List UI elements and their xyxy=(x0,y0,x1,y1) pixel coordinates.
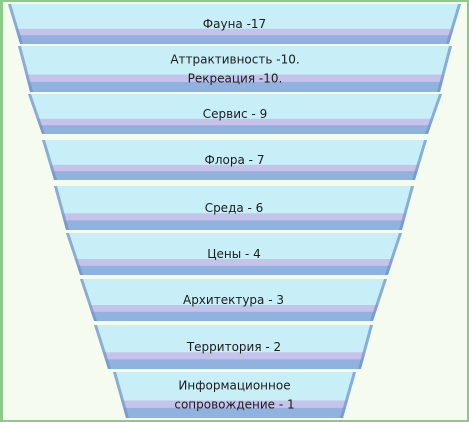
funnel-level-label: Территория - 2 xyxy=(186,340,281,354)
funnel-level-label: Информационное xyxy=(178,379,290,393)
band-left-edge xyxy=(28,94,45,134)
band-right-edge xyxy=(425,94,442,134)
funnel-level-label: Архитектура - 3 xyxy=(183,293,284,307)
funnel-level-label: Фауна -17 xyxy=(203,17,266,31)
band-top xyxy=(28,94,442,119)
band-top xyxy=(94,325,373,353)
band-top xyxy=(8,4,461,29)
band-left-edge xyxy=(8,4,23,44)
band-top xyxy=(66,233,402,260)
funnel-level-2: Аттрактивность -10. Рекреация -10. xyxy=(18,46,452,92)
band-top xyxy=(80,279,387,306)
band-right-edge xyxy=(446,4,461,44)
band-left-edge xyxy=(42,140,57,180)
band-top xyxy=(42,140,427,165)
funnel-level-label: Сервис - 9 xyxy=(203,107,267,121)
band-top xyxy=(54,186,414,214)
band-right-edge xyxy=(358,325,373,369)
band-top xyxy=(18,46,452,75)
funnel-level-1: Фауна -17 xyxy=(8,4,461,44)
band-top xyxy=(113,372,356,401)
funnel-level-8: Территория - 2 xyxy=(94,325,373,369)
funnel-level-label: сопровождение - 1 xyxy=(174,398,294,412)
band-left-edge xyxy=(80,279,97,321)
band-right-edge xyxy=(385,233,402,275)
band-right-edge xyxy=(412,140,427,180)
band-right-edge xyxy=(370,279,387,321)
funnel-level-label: Цены - 4 xyxy=(207,247,261,261)
funnel-level-4: Флора - 7 xyxy=(42,140,427,180)
band-left-edge xyxy=(18,46,33,92)
band-left-edge xyxy=(54,186,69,230)
funnel-level-3: Сервис - 9 xyxy=(28,94,442,134)
funnel-level-label: Аттрактивность -10. xyxy=(170,53,299,67)
funnel-level-5: Среда - 6 xyxy=(54,186,414,230)
funnel-level-label: Рекреация -10. xyxy=(188,72,283,86)
band-right-edge xyxy=(340,372,356,418)
band-left-edge xyxy=(66,233,83,275)
funnel-level-9: Информационное сопровождение - 1 xyxy=(113,372,356,418)
band-left-edge xyxy=(94,325,111,369)
funnel-level-6: Цены - 4 xyxy=(66,233,402,275)
band-right-edge xyxy=(399,186,414,230)
funnel-level-7: Архитектура - 3 xyxy=(80,279,387,321)
funnel-level-label: Флора - 7 xyxy=(205,153,265,167)
band-left-edge xyxy=(113,372,129,418)
band-right-edge xyxy=(437,46,452,92)
funnel-level-label: Среда - 6 xyxy=(205,201,264,215)
